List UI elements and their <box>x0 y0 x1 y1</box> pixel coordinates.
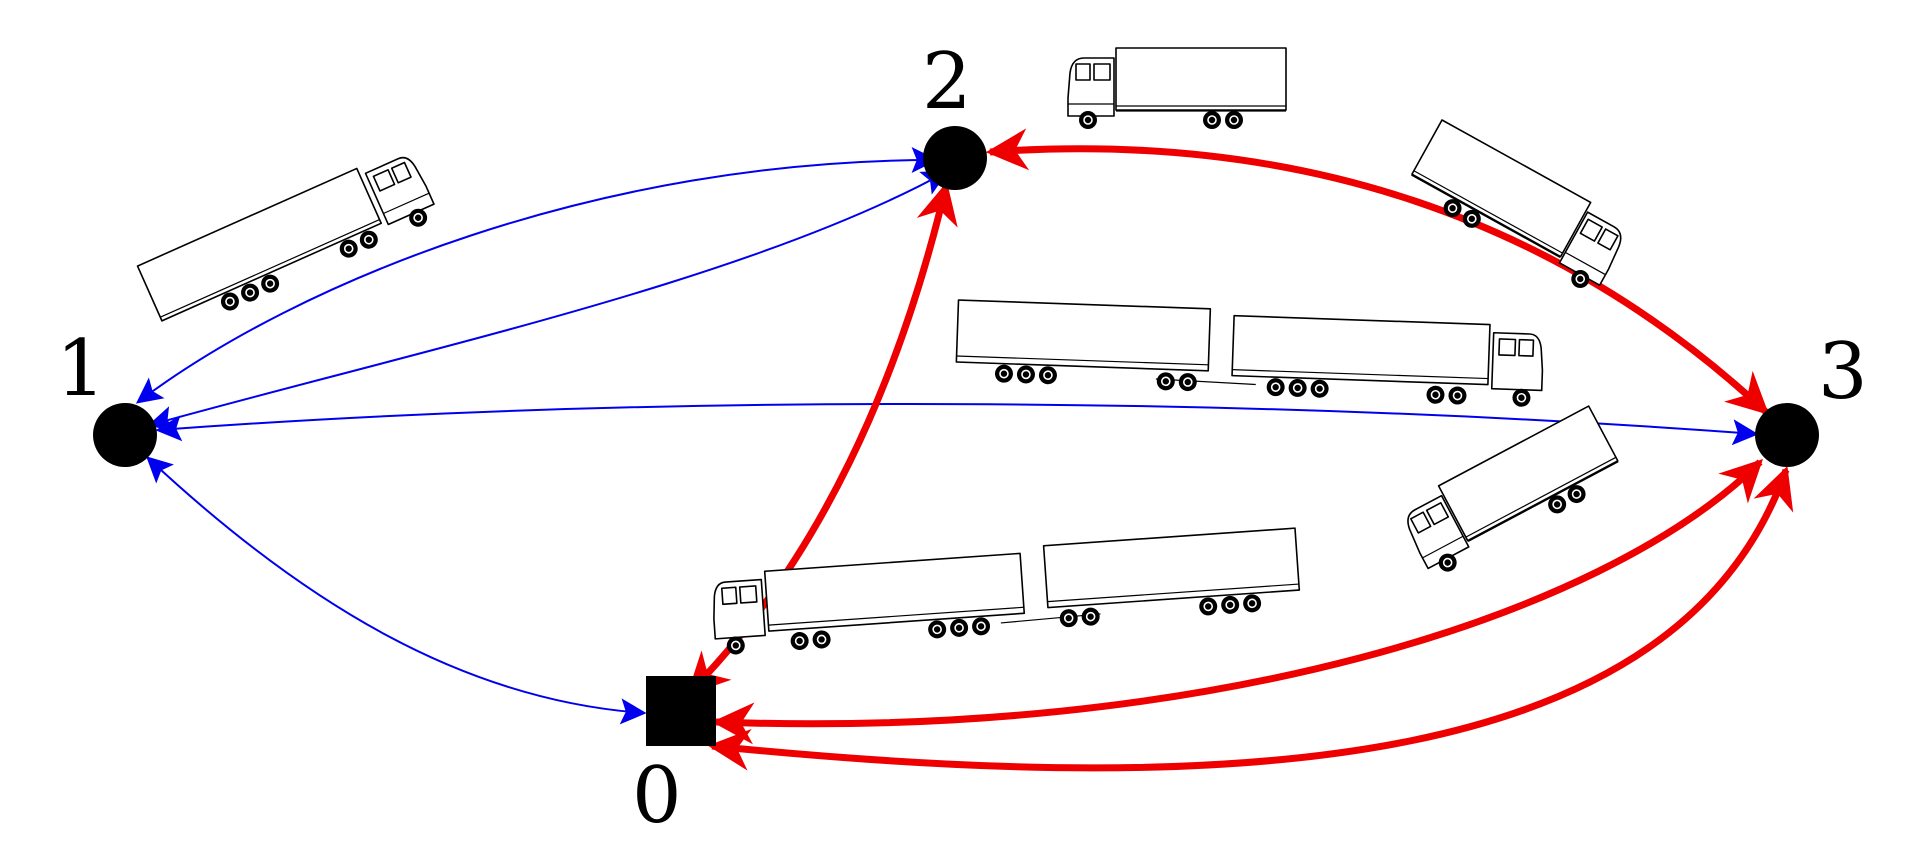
edge-1-3 <box>155 403 1759 446</box>
edge-2-3 <box>985 128 1770 415</box>
node-label-3: 3 <box>1818 327 1868 417</box>
edges-layer <box>135 128 1794 772</box>
node-0 <box>646 676 716 746</box>
truck-icon <box>954 299 1545 409</box>
node-1 <box>93 403 157 467</box>
edge-0-3-lower <box>707 466 1794 772</box>
vehicles-layer <box>136 47 1634 657</box>
edge-1-2-upper <box>135 147 938 404</box>
truck-icon <box>1067 47 1287 130</box>
edge-1-0 <box>146 456 647 725</box>
node-label-1: 1 <box>56 324 106 414</box>
node-label-0: 0 <box>632 751 682 841</box>
node-2 <box>923 126 987 190</box>
nodes-layer: 1 2 3 0 <box>56 37 1868 841</box>
truck-icon <box>1395 405 1628 581</box>
node-label-2: 2 <box>922 37 972 127</box>
node-3 <box>1755 403 1819 467</box>
